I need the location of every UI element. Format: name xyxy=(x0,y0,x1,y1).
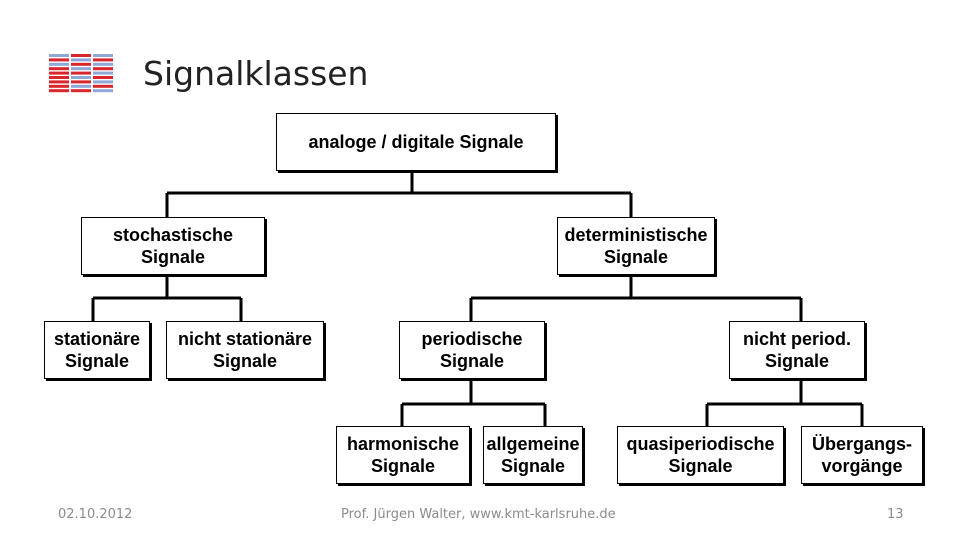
logo-stripe xyxy=(93,76,113,79)
logo-stripe xyxy=(49,54,69,57)
node-label: vorgänge xyxy=(821,456,903,476)
logo-stripe xyxy=(49,80,69,84)
node-deterministic: deterministische Signale xyxy=(557,217,715,275)
kmt-logo xyxy=(49,54,113,93)
node-non-stationary: nicht stationäre Signale xyxy=(166,321,324,379)
node-label: allgemeine xyxy=(486,434,580,454)
logo-stripe xyxy=(93,80,113,84)
node-non-periodic: nicht period. Signale xyxy=(729,321,865,379)
logo-stripe xyxy=(71,89,91,93)
logo-stripe xyxy=(71,71,91,75)
logo-stripe xyxy=(49,89,69,93)
logo-stripe xyxy=(49,76,69,79)
node-stochastic: stochastische Signale xyxy=(81,217,265,275)
node-label: stationäre xyxy=(53,329,141,349)
node-harmonic: harmonische Signale xyxy=(336,426,470,484)
footer-author: Prof. Jürgen Walter, www.kmt-karlsruhe.d… xyxy=(341,507,616,522)
node-label: Signale xyxy=(64,351,130,371)
node-label: Signale xyxy=(140,247,206,267)
logo-stripe xyxy=(71,54,91,57)
node-label: periodische xyxy=(421,329,523,349)
logo-stripe xyxy=(93,62,113,66)
node-analog-digital: analoge / digitale Signale xyxy=(276,113,556,171)
logo-stripe xyxy=(71,62,91,66)
node-label: nicht period. xyxy=(743,329,851,349)
logo-stripe xyxy=(71,76,91,79)
node-label: Übergangs- xyxy=(811,434,912,454)
node-stationary: stationäre Signale xyxy=(44,321,150,379)
logo-stripe xyxy=(93,89,113,93)
logo-stripe xyxy=(93,71,113,75)
logo-stripe xyxy=(49,71,69,75)
logo-stripe xyxy=(71,84,91,88)
node-label: Signale xyxy=(370,456,436,476)
footer-date: 02.10.2012 xyxy=(58,507,133,522)
node-label: Signale xyxy=(603,247,669,267)
node-label: Signale xyxy=(668,456,733,476)
logo-stripe xyxy=(93,58,113,62)
node-quasiperiodic: quasiperiodische Signale xyxy=(617,426,784,484)
node-label: Signale xyxy=(439,351,505,371)
node-label: analoge / digitale Signale xyxy=(308,132,524,152)
node-label: Signale xyxy=(212,351,278,371)
footer-page-number: 13 xyxy=(887,507,904,522)
node-label: Signale xyxy=(500,456,566,476)
logo-stripe xyxy=(49,67,69,71)
logo-stripe xyxy=(49,62,69,66)
node-label: Signale xyxy=(764,351,830,371)
logo-stripe xyxy=(71,58,91,62)
slide-title: Signalklassen xyxy=(143,54,369,93)
logo-stripe xyxy=(93,67,113,71)
logo-stripe xyxy=(93,84,113,88)
node-label: stochastische xyxy=(112,225,234,245)
node-label: nicht stationäre xyxy=(177,329,313,349)
node-periodic: periodische Signale xyxy=(399,321,545,379)
logo-stripe xyxy=(93,54,113,57)
logo-stripe xyxy=(71,80,91,84)
logo-stripe xyxy=(49,58,69,62)
logo-stripe xyxy=(49,84,69,88)
node-label: quasiperiodische xyxy=(626,434,775,454)
node-label: harmonische xyxy=(346,434,460,454)
node-general: allgemeine Signale xyxy=(483,426,583,484)
node-transient: Übergangs- vorgänge xyxy=(801,426,923,484)
logo-stripe xyxy=(71,67,91,71)
node-label: deterministische xyxy=(564,225,708,245)
